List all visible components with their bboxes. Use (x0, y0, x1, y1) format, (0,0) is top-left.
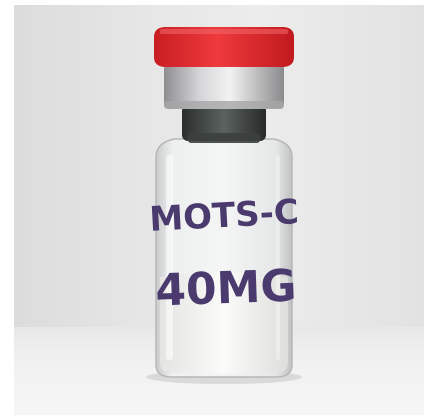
vial-label-line1: MOTS-C (148, 192, 299, 240)
vial-photo: MOTS-C 40MG (14, 5, 424, 415)
red-flip-cap (154, 27, 294, 67)
vial-powder (160, 272, 288, 373)
aluminum-crimp (164, 63, 284, 109)
vial-label-line2: 40MG (155, 261, 298, 317)
vial-neck (182, 105, 266, 141)
vial-illustration: MOTS-C 40MG (146, 27, 302, 384)
